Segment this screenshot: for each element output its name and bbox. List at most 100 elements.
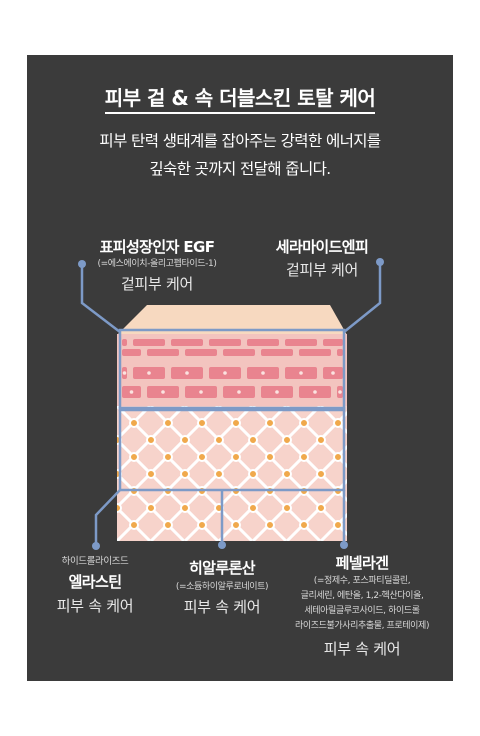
epidermis-cell bbox=[171, 339, 203, 346]
epidermis-cell bbox=[133, 339, 165, 346]
dermis-outline bbox=[118, 406, 346, 492]
headline: 피부 겉 & 속 더블스킨 토탈 케어 bbox=[27, 82, 453, 114]
hyaluronic-dot bbox=[214, 469, 224, 479]
connector-dots bbox=[78, 258, 384, 550]
hyaluronic-dot bbox=[265, 452, 275, 462]
hyaluronic-dot bbox=[197, 418, 207, 428]
cell-nucleus bbox=[299, 371, 303, 375]
hyaluronic-dot bbox=[129, 520, 139, 530]
ingredient-peptide-sub-2: 글리세린, 에탄올, 1,2-헥산다이올, bbox=[300, 591, 424, 601]
hyaluronic-dot bbox=[231, 452, 241, 462]
epidermis-cell bbox=[185, 349, 217, 356]
hyaluronic-dot bbox=[163, 452, 173, 462]
ingredient-peptide-sub-1: (=정제수, 포스파티딜콜린, bbox=[313, 576, 411, 586]
hyaluronic-dot bbox=[214, 435, 224, 445]
hyaluronic-dot bbox=[129, 418, 139, 428]
epidermis-cell bbox=[223, 349, 255, 356]
lattice-fiber bbox=[285, 478, 347, 541]
hyaluronic-dot bbox=[316, 503, 326, 513]
ingredient-hyaluronic-name: 히알루론산 bbox=[188, 559, 256, 577]
cell-nucleus bbox=[161, 390, 165, 394]
ingredient-egf-name: 표피성장인자 EGF bbox=[99, 238, 215, 256]
skin-surface bbox=[117, 305, 347, 335]
hyaluronic-dot bbox=[316, 469, 326, 479]
subtitle-line-2: 깊숙한 곳까지 전달해 줍니다. bbox=[149, 160, 331, 178]
epidermis-cells bbox=[122, 339, 343, 398]
headline-text: 피부 겉 & 속 더블스킨 토탈 케어 bbox=[104, 86, 376, 114]
hyaluronic-dot bbox=[333, 452, 343, 462]
cell-nucleus bbox=[237, 390, 241, 394]
cell-nucleus bbox=[223, 371, 227, 375]
lattice-fiber bbox=[423, 406, 453, 541]
ingredient-ceramide-name: 세라마이드엔피 bbox=[275, 238, 369, 256]
hyaluronic-dot bbox=[163, 418, 173, 428]
epidermis-cell bbox=[209, 339, 241, 346]
hyaluronic-dot bbox=[231, 418, 241, 428]
hyaluronic-dot bbox=[248, 435, 258, 445]
hyaluronic-dot bbox=[299, 418, 309, 428]
cell-nucleus bbox=[338, 390, 342, 394]
cell-nucleus bbox=[331, 371, 335, 375]
epidermis-cell bbox=[147, 349, 179, 356]
lattice-fiber bbox=[117, 539, 118, 540]
hyaluronic-dot bbox=[265, 520, 275, 530]
ingredient-peptide-name: 페넬라겐 bbox=[335, 554, 389, 572]
lattice-fiber bbox=[27, 406, 82, 541]
ingredient-ceramide-role: 겉피부 케어 bbox=[286, 261, 358, 279]
hyaluronic-dot bbox=[180, 503, 190, 513]
cell-nucleus bbox=[313, 390, 317, 394]
cell-nucleus bbox=[129, 390, 134, 394]
ingredient-peptide-sub-4: 라이즈드불가사리추출물, 프로테이제) bbox=[294, 621, 430, 631]
epidermis-cell bbox=[323, 339, 343, 346]
lattice-fiber bbox=[389, 406, 453, 541]
lattice-fiber bbox=[117, 505, 152, 541]
hyaluronic-dot bbox=[146, 469, 156, 479]
hyaluronic-dot bbox=[231, 520, 241, 530]
hyaluronic-dot bbox=[333, 520, 343, 530]
ingredient-hyaluronic-role: 피부 속 케어 bbox=[183, 598, 261, 616]
cell-nucleus bbox=[261, 371, 265, 375]
hyaluronic-dot bbox=[248, 469, 258, 479]
cell-nucleus bbox=[199, 390, 203, 394]
ingredient-peptide-role: 피부 속 케어 bbox=[323, 640, 401, 658]
ingredient-egf-sub: (=에스에이치-올리고펩타이드-1) bbox=[97, 259, 217, 269]
lattice-fiber bbox=[117, 471, 186, 541]
lattice-fiber bbox=[117, 406, 186, 476]
epidermis-cell bbox=[285, 339, 317, 346]
epidermis-outline bbox=[118, 328, 346, 412]
content-panel: 피부 겉 & 속 더블스킨 토탈 케어 피부 탄력 생태계를 잡아주는 강력한 … bbox=[27, 55, 453, 681]
skin-layer-diagram bbox=[27, 258, 453, 550]
hyaluronic-dot bbox=[197, 452, 207, 462]
lattice-fiber bbox=[355, 406, 453, 541]
ingredient-egf-role: 겉피부 케어 bbox=[121, 275, 193, 293]
lattice-fiber bbox=[389, 406, 453, 541]
epidermis-cell bbox=[122, 339, 127, 346]
epidermis-cell bbox=[122, 349, 141, 356]
epidermis-cell bbox=[247, 339, 279, 346]
hyaluronic-dot bbox=[333, 418, 343, 428]
lattice-fiber bbox=[117, 407, 118, 408]
hyaluronic-dot bbox=[248, 503, 258, 513]
hyaluronic-dot bbox=[282, 435, 292, 445]
ingredient-elastin-name: 엘라스틴 bbox=[68, 573, 122, 591]
lattice-fiber bbox=[27, 406, 48, 541]
hyaluronic-dot bbox=[316, 435, 326, 445]
hyaluronic-dot bbox=[282, 503, 292, 513]
hyaluronic-dot bbox=[282, 469, 292, 479]
lattice-fiber bbox=[117, 406, 152, 442]
ingredient-peptide-sub-3: 세테아릴글루코사이드, 하이드롤 bbox=[304, 606, 420, 616]
hyaluronic-dot bbox=[129, 452, 139, 462]
lattice-fiber bbox=[285, 406, 347, 469]
hyaluronic-dot bbox=[180, 435, 190, 445]
subtitle-line-1: 피부 탄력 생태계를 잡아주는 강력한 에너지를 bbox=[99, 132, 381, 150]
lattice-fiber bbox=[27, 406, 48, 541]
ingredient-hyaluronic-sub: (=소듐하이알루로네이트) bbox=[175, 582, 269, 592]
cell-nucleus bbox=[275, 390, 279, 394]
cell-nucleus bbox=[147, 371, 151, 375]
ingredient-elastin-pre: 하이드롤라이즈드 bbox=[61, 556, 129, 567]
cell-nucleus bbox=[122, 371, 127, 375]
epidermis-cell bbox=[337, 349, 343, 356]
lattice-fiber bbox=[27, 406, 82, 541]
hyaluronic-dot bbox=[299, 452, 309, 462]
hyaluronic-dot bbox=[265, 418, 275, 428]
